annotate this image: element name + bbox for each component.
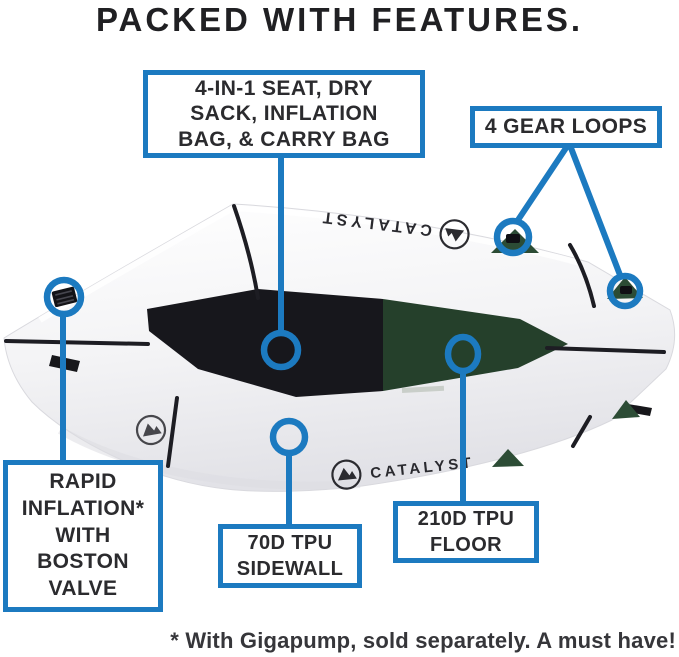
callout-gear-loops-label: 4 GEAR LOOPS (484, 115, 648, 139)
gear-loop-marker-circle-1 (493, 217, 533, 257)
footnote: * With Gigapump, sold separately. A must… (170, 628, 676, 653)
callout-seat-line-1: 4-IN-1 SEAT, DRY (195, 76, 373, 100)
page-title: PACKED WITH FEATURES. (95, 1, 584, 38)
callout-gear-loops: 4 GEAR LOOPS (470, 106, 662, 148)
callout-sidewall: 70D TPU SIDEWALL (218, 524, 362, 588)
feature-markers (43, 145, 644, 530)
valve-marker-circle (43, 276, 85, 318)
callout-rapid-inflation: RAPID INFLATION* WITH BOSTON VALVE (3, 460, 163, 612)
callout-seat-line-2: SACK, INFLATION (190, 102, 378, 126)
boston-valve-icon (51, 286, 78, 307)
boat-seams (4, 204, 666, 468)
gear-loop-connector-line-1 (515, 145, 569, 223)
callout-rapid-inflation-line-2: INFLATION* (21, 496, 145, 520)
hull-top-highlight (38, 204, 581, 323)
floor-marker-circle (444, 333, 482, 375)
callout-floor-line-1: 210D TPU (417, 508, 515, 530)
gear-loop-icon (506, 234, 632, 294)
callout-floor-line-2: FLOOR (430, 534, 502, 556)
gear-loop-marker-circle-2 (606, 272, 644, 310)
callout-rapid-inflation-line-3: WITH (55, 523, 111, 547)
gear-loop-connector-line-2 (568, 145, 623, 278)
seat-marker-circle (260, 329, 302, 371)
hull-bottom-shade (58, 426, 361, 490)
callout-rapid-inflation-line-4: BOSTON (37, 550, 129, 574)
callout-sidewall-line-2: SIDEWALL (236, 558, 344, 580)
callout-rapid-inflation-line-1: RAPID (49, 469, 117, 493)
callout-rapid-inflation-line-5: VALVE (48, 577, 118, 601)
callout-sidewall-line-1: 70D TPU (247, 532, 333, 554)
callout-seat-drysack: 4-IN-1 SEAT, DRY SACK, INFLATION BAG, & … (143, 70, 425, 158)
feature-circles (43, 217, 644, 457)
callout-seat-line-3: BAG, & CARRY BAG (178, 127, 390, 151)
sidewall-marker-circle (269, 417, 309, 457)
callout-floor: 210D TPU FLOOR (393, 501, 539, 563)
callout-connectors (60, 145, 623, 530)
floor-label-print (401, 385, 445, 393)
